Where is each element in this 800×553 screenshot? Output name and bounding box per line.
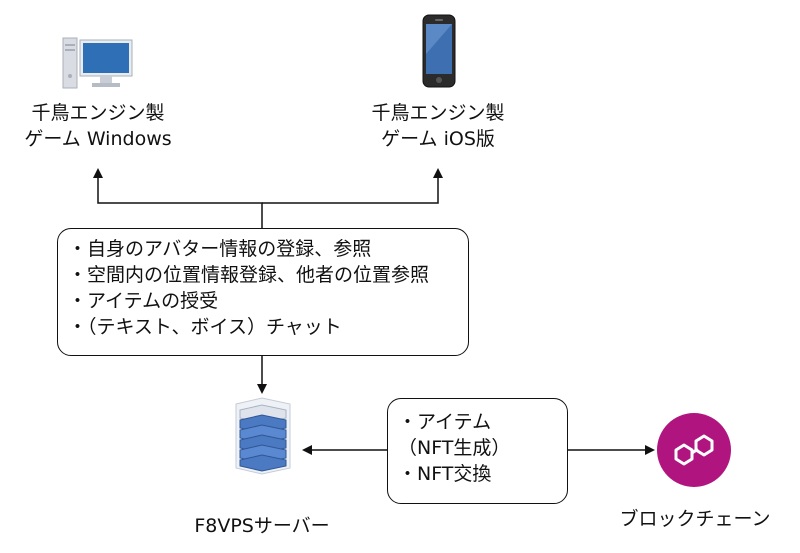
nft-item: （NFT生成） xyxy=(398,437,511,459)
nft-features-box: ・アイテム （NFT生成） ・NFT交換 xyxy=(387,398,568,504)
feature-item: ・アイテムの授受 xyxy=(68,290,219,312)
smartphone-icon xyxy=(422,14,456,88)
blockchain-label: ブロックチェーン xyxy=(619,508,771,530)
client-features-box: ・自身のアバター情報の登録、参照 ・空間内の位置情報登録、他者の位置参照 ・アイ… xyxy=(57,228,469,356)
windows-client-label: 千鳥エンジン製 ゲーム Windows xyxy=(24,102,172,150)
nft-item: ・アイテム xyxy=(398,411,492,433)
arrow-to-ios xyxy=(262,168,443,204)
desktop-pc-icon xyxy=(62,36,134,92)
feature-item: ・（テキスト、ボイス）チャット xyxy=(68,316,342,338)
server-label: F8VPSサーバー xyxy=(194,515,330,537)
blockchain-icon xyxy=(656,412,732,488)
ios-client-label: 千鳥エンジン製 ゲーム iOS版 xyxy=(371,102,505,150)
feature-item: ・自身のアバター情報の登録、参照 xyxy=(68,238,372,260)
arrow-to-windows xyxy=(93,168,263,228)
feature-item: ・空間内の位置情報登録、他者の位置参照 xyxy=(68,264,430,286)
server-rack-icon xyxy=(226,396,298,476)
nft-item: ・NFT交換 xyxy=(398,463,492,485)
